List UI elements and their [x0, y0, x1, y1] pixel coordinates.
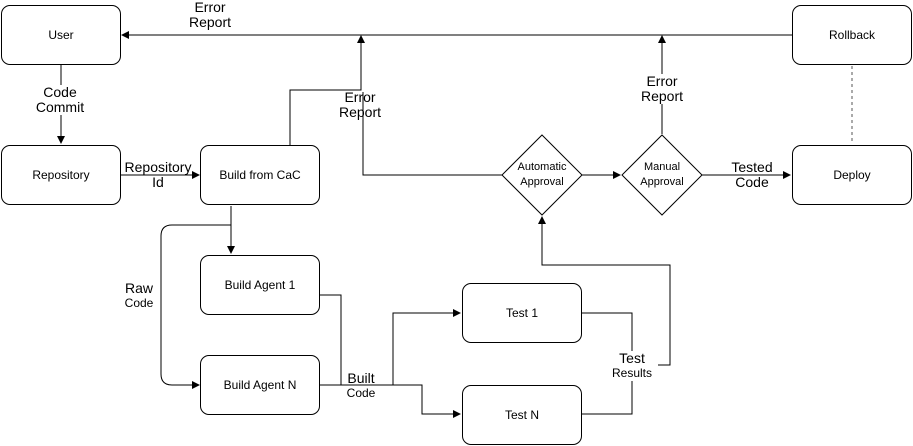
edge-build-error-up — [289, 35, 365, 145]
build-from-cac-node-label: Build from CaC — [219, 168, 301, 182]
edge-build-to-agentN — [160, 224, 231, 389]
raw-code-line-2: Code — [124, 296, 154, 310]
deploy-node-label: Deploy — [833, 168, 871, 182]
build-agent-n-node-label: Build Agent N — [223, 378, 297, 392]
edge-auto-error-up — [362, 92, 502, 176]
error-report-right-line-2: Report — [640, 88, 684, 104]
edge-agent1-output — [320, 294, 342, 385]
error-report-label-top: Error Report — [180, 0, 240, 30]
test-results-label: Test Results — [606, 351, 658, 381]
raw-code-label: Raw Code — [118, 281, 160, 311]
test-results-line-2: Results — [611, 366, 652, 380]
tested-code-line-2: Code — [735, 174, 769, 190]
automatic-approval-diamond — [501, 134, 583, 216]
built-code-line-2: Code — [346, 386, 376, 400]
deploy-node: Deploy — [792, 145, 912, 205]
code-commit-line-2: Commit — [35, 99, 85, 115]
edge-results-to-auto — [538, 216, 671, 366]
manual-approval-diamond — [621, 134, 703, 216]
test-n-node: Test N — [462, 385, 582, 445]
error-report-top-line-2: Report — [188, 14, 232, 30]
edge-agentN-to-testN — [393, 384, 461, 418]
repository-node: Repository — [1, 145, 121, 205]
tested-code-label: Tested Code — [722, 160, 782, 190]
test-1-node: Test 1 — [462, 283, 582, 343]
error-report-label-right: Error Report — [632, 74, 692, 104]
tested-code-line-1: Tested — [731, 159, 773, 175]
repository-id-line-2: Id — [152, 174, 164, 190]
repository-id-label: Repository Id — [120, 160, 196, 190]
build-agent-1-node-label: Build Agent 1 — [224, 278, 296, 292]
test-n-node-label: Test N — [504, 408, 539, 422]
built-code-line-1: Built — [347, 370, 375, 386]
error-report-middle-line-1: Error — [344, 89, 376, 105]
build-agent-n-node: Build Agent N — [200, 355, 320, 415]
code-commit-line-1: Code — [43, 84, 77, 100]
error-report-label-middle: Error Report — [330, 90, 390, 120]
rollback-node-label: Rollback — [828, 28, 876, 42]
rollback-node: Rollback — [792, 5, 912, 65]
manual-approval-label: Manual Approval — [640, 161, 684, 188]
error-report-right-line-1: Error — [646, 73, 678, 89]
edge-test1-results — [582, 312, 633, 352]
edge-agentN-to-test1 — [320, 309, 461, 386]
test-results-line-1: Test — [619, 350, 645, 366]
user-node-label: User — [48, 28, 74, 42]
error-report-middle-line-2: Report — [338, 104, 382, 120]
raw-code-line-1: Raw — [124, 280, 153, 296]
automatic-approval-label: Automatic Approval — [517, 161, 567, 188]
user-node: User — [1, 5, 121, 65]
built-code-label: Built Code — [340, 371, 382, 401]
test-1-node-label: Test 1 — [505, 306, 538, 320]
build-from-cac-node: Build from CaC — [200, 145, 320, 205]
edge-testN-results — [582, 380, 633, 415]
repository-node-label: Repository — [32, 168, 90, 182]
build-agent-1-node: Build Agent 1 — [200, 255, 320, 315]
code-commit-label: Code Commit — [30, 85, 90, 115]
error-report-top-line-1: Error — [194, 0, 226, 15]
repository-id-line-1: Repository — [124, 159, 192, 175]
